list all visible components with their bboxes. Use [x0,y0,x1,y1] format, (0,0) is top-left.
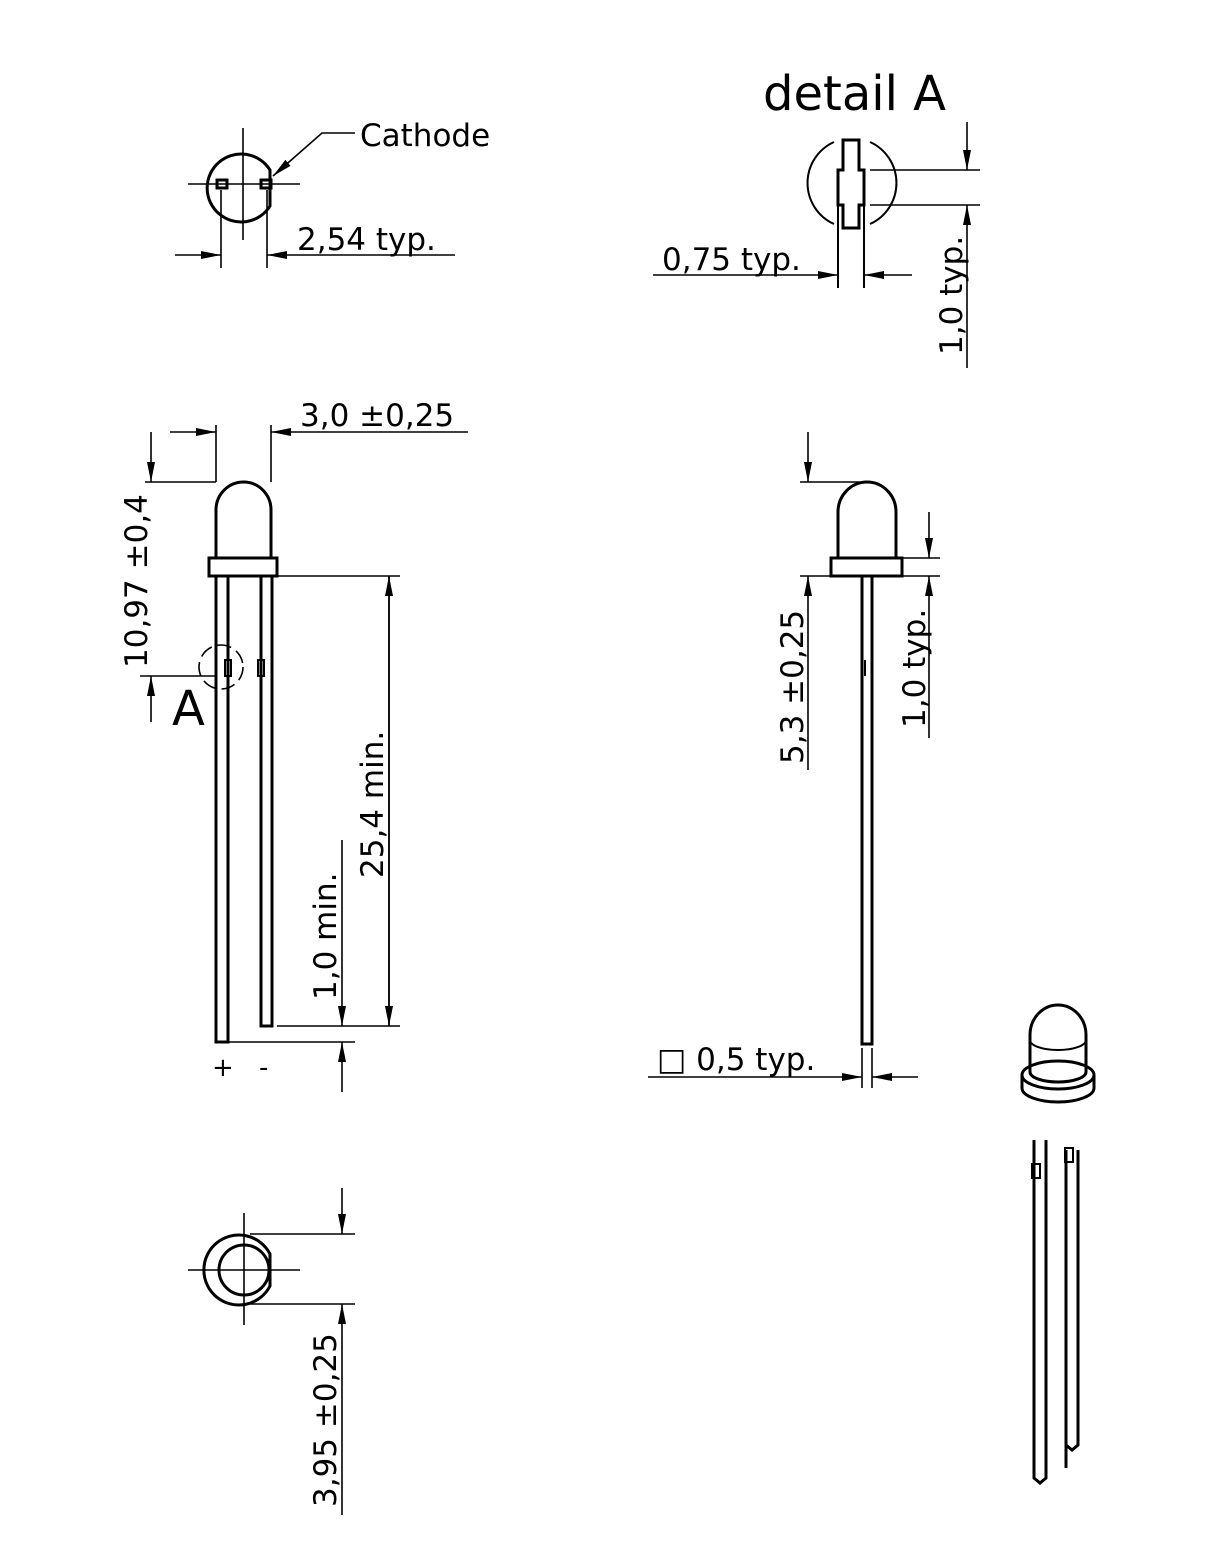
iso-flange-side [1020,1075,1096,1104]
diameter-label: 3,0 ±0,25 [300,398,454,434]
lead-front [860,576,874,1046]
anode-lead [214,576,230,1044]
pitch-label: 2,54 typ. [297,222,436,258]
led-flange-front [829,556,904,578]
flange-label: 3,95 ±0,25 [308,1333,344,1507]
cathode-lead [259,576,274,1028]
flange-outline [202,1233,272,1307]
iso-flange-top [1020,1059,1096,1091]
top-view: Cathode 2,54 typ. [175,118,490,268]
isometric-view [1020,1003,1096,1485]
lead-square-label: □ 0,5 typ. [657,1042,815,1078]
iso-dome [1028,1003,1088,1084]
detail-a: detail A 0,75 typ. 1,0 typ. [653,66,980,368]
lead-length-label: 25,4 min. [355,731,391,878]
cathode-sign: - [259,1053,268,1083]
body-height-label: 5,3 ±0,25 [775,610,811,764]
led-flange [207,556,279,578]
detail-title: detail A [763,66,946,122]
kink-length-label: 1,0 typ. [934,236,970,355]
iso-lead-right [1064,1150,1080,1468]
cathode-label: Cathode [360,118,490,154]
lead-offset-label: 1,0 min. [308,873,344,1000]
anode-sign: + [212,1053,234,1083]
anode-pad [215,178,229,190]
cathode-leader [272,132,355,177]
detail-marker: A [172,681,205,737]
bottom-view: 3,95 ±0,25 [188,1188,355,1515]
height-label: 10,97 ±0,4 [119,494,155,668]
side-view: 3,0 ±0,25 10,97 ±0,4 A 25,4 min. 1,0 min… [119,398,468,1092]
lead-width-label: 0,75 typ. [662,242,801,278]
led-dome-front [836,480,898,558]
cathode-pad [259,178,273,190]
iso-lead-left [1032,1140,1048,1485]
lead-kink [836,138,866,230]
flange-thickness-label: 1,0 typ. [897,609,933,728]
led-dome [214,480,273,558]
front-view: 5,3 ±0,25 1,0 typ. □ 0,5 typ. [648,432,940,1088]
detail-circle [198,644,244,690]
led-outline-top [205,152,272,224]
